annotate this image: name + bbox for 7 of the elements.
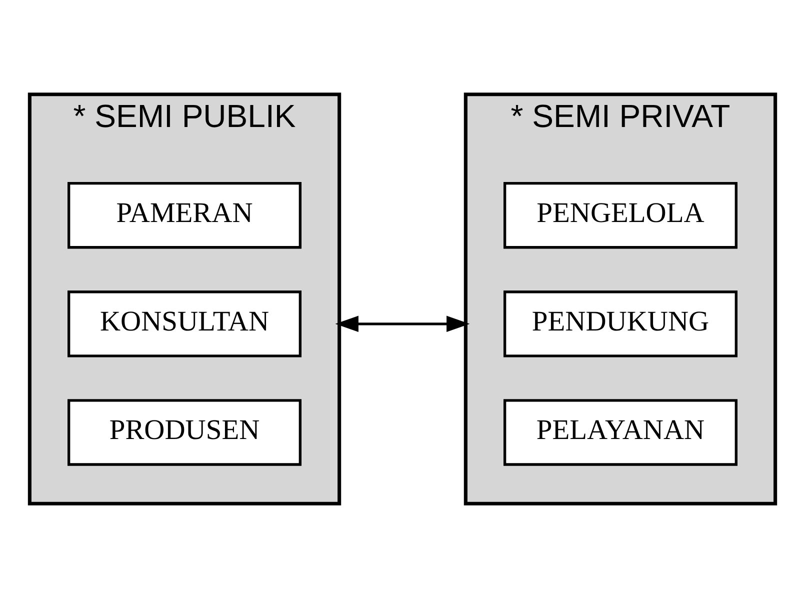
- node-box: PENGELOLA: [504, 182, 738, 248]
- node-box: KONSULTAN: [68, 290, 302, 357]
- node-box: PAMERAN: [68, 182, 302, 248]
- node-box: PELAYANAN: [504, 398, 738, 466]
- node-box: PENDUKUNG: [504, 290, 738, 357]
- node-box: PRODUSEN: [68, 398, 302, 466]
- arrow: [335, 315, 470, 332]
